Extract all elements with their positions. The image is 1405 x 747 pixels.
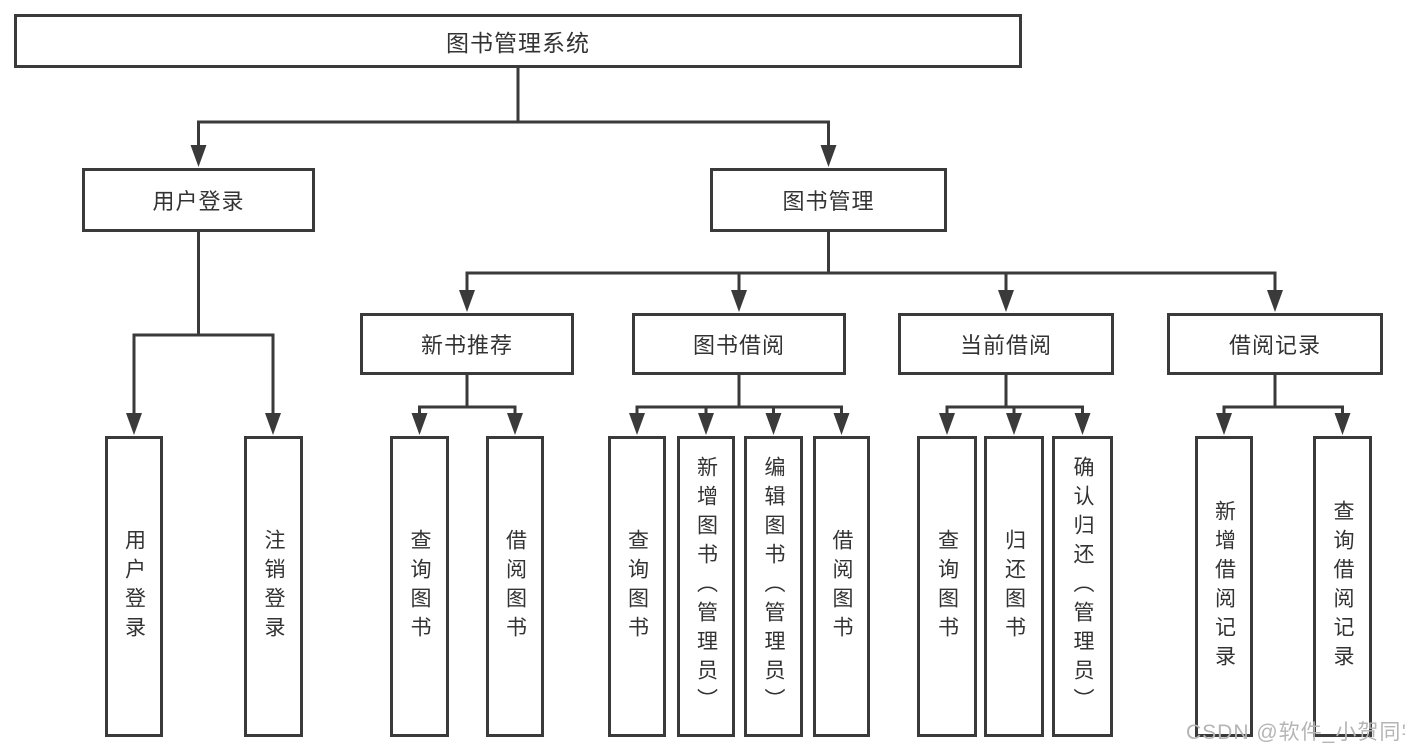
node-library-system: 图书管理系统	[14, 14, 1022, 68]
leaf-borrow-books-newbook: 借阅图书	[486, 436, 544, 737]
watermark: CSDN @软件_小贺同学	[1186, 721, 1405, 744]
leaf-query-borrow-record: 查询借阅记录	[1313, 436, 1372, 737]
leaf-return-books: 归还图书	[984, 436, 1044, 737]
leaf-logout: 注销登录	[244, 436, 303, 737]
node-borrowing-records: 借阅记录	[1167, 313, 1383, 375]
leaf-query-books-borrow: 查询图书	[608, 436, 666, 737]
leaf-user-login: 用户登录	[105, 436, 163, 737]
node-new-book-recommendation: 新书推荐	[360, 313, 574, 375]
node-user-login: 用户登录	[82, 168, 315, 232]
leaf-add-borrow-record: 新增借阅记录	[1195, 436, 1253, 737]
node-book-management: 图书管理	[710, 168, 947, 232]
node-book-borrowing: 图书借阅	[632, 313, 846, 375]
leaf-query-books-current: 查询图书	[917, 436, 977, 737]
leaf-query-books-newbook: 查询图书	[390, 436, 449, 737]
leaf-borrow-books-borrow: 借阅图书	[813, 436, 870, 737]
leaf-confirm-return-admin: 确认归还（管理员）	[1052, 436, 1113, 737]
node-current-borrowing: 当前借阅	[898, 313, 1114, 375]
leaf-edit-books-admin: 编辑图书（管理员）	[744, 436, 803, 737]
leaf-add-books-admin: 新增图书（管理员）	[677, 436, 735, 737]
